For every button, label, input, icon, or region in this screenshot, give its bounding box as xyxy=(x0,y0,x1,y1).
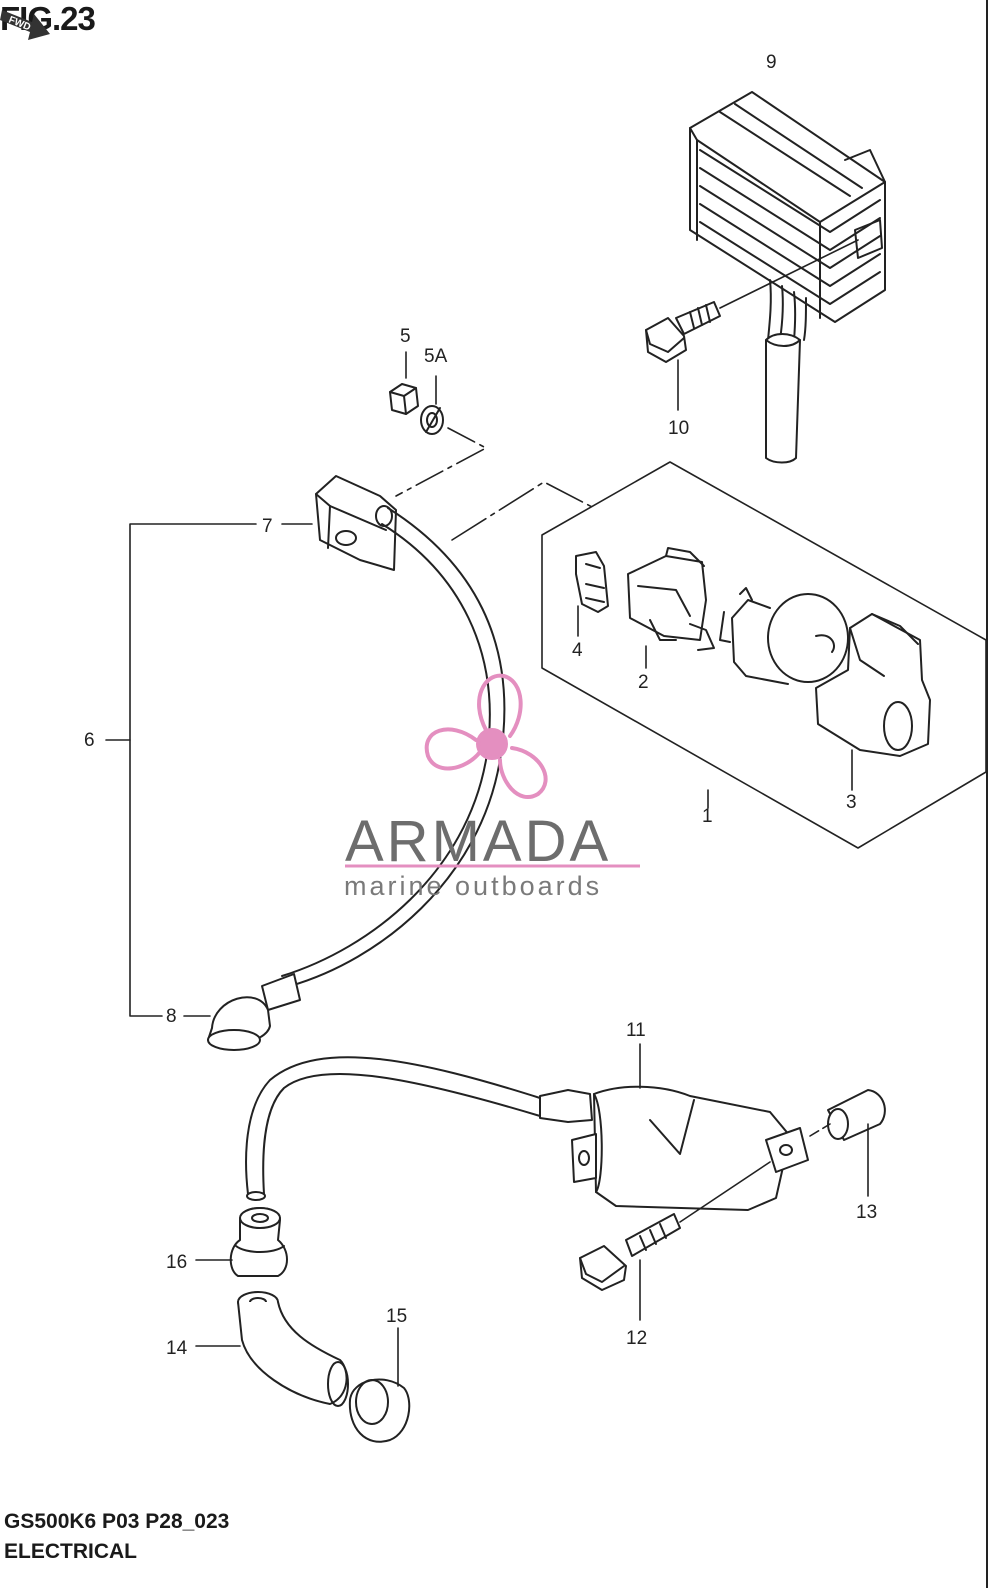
callout-12: 12 xyxy=(626,1328,647,1349)
callout-8: 8 xyxy=(166,1006,177,1027)
section-name: ELECTRICAL xyxy=(4,1540,137,1563)
callout-5: 5 xyxy=(400,326,411,347)
callout-9: 9 xyxy=(766,52,777,73)
bolt-part-12 xyxy=(579,1161,771,1321)
page-border xyxy=(986,0,988,1588)
callout-2: 2 xyxy=(638,672,649,693)
regulator-rectifier-part-9 xyxy=(689,91,886,464)
fwd-arrow-icon: FWD xyxy=(0,10,50,40)
ignition-coil-part-11 xyxy=(245,1043,809,1211)
callout-3: 3 xyxy=(846,792,857,813)
watermark-tagline: marine outboards xyxy=(344,871,603,901)
callout-5a: 5A xyxy=(424,346,448,367)
model-code: GS500K6 P03 P28_023 xyxy=(4,1510,230,1533)
callout-14: 14 xyxy=(166,1338,188,1359)
callout-6: 6 xyxy=(84,730,95,751)
callout-16: 16 xyxy=(166,1252,187,1273)
fwd-label: FWD xyxy=(7,15,32,34)
grommet-part-16 xyxy=(195,1207,288,1277)
bolt-part-10 xyxy=(645,239,859,411)
callout-11: 11 xyxy=(626,1020,646,1041)
callout-1: 1 xyxy=(702,806,713,827)
nut-part-5 xyxy=(389,351,419,415)
callout-7: 7 xyxy=(262,516,273,537)
callout-10: 10 xyxy=(668,418,689,439)
callout-15: 15 xyxy=(386,1306,407,1327)
ignition-switch-assembly-part-1 xyxy=(541,461,987,849)
plug-cap-part-14 xyxy=(195,1291,349,1407)
cover-part-15 xyxy=(348,1327,411,1443)
ignition-switch-lead-part-6 xyxy=(105,475,595,1051)
watermark-brand: ARMADA xyxy=(345,809,612,874)
washer-part-5a xyxy=(395,375,487,497)
callout-13: 13 xyxy=(856,1202,877,1223)
callout-labels: 9 10 5 5A 7 6 8 4 2 3 1 11 13 12 16 14 1… xyxy=(84,52,877,1359)
armada-logo-mark xyxy=(424,673,548,799)
callout-4: 4 xyxy=(572,640,583,661)
collar-part-13 xyxy=(809,1089,886,1197)
